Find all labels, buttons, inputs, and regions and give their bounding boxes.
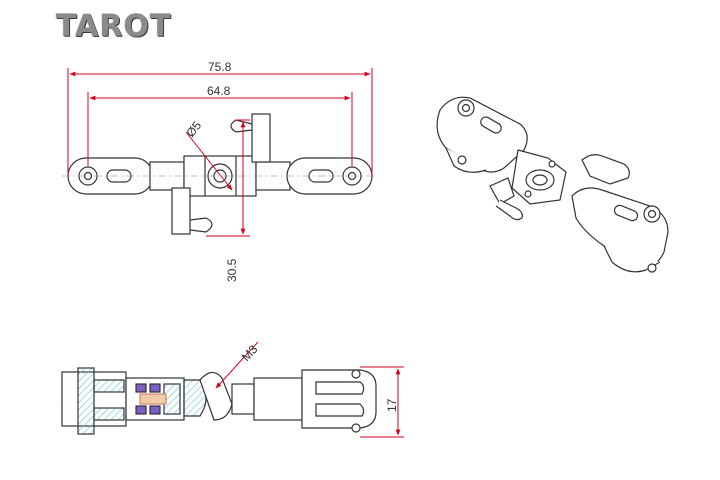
top-view [62, 113, 378, 235]
diameter-leader [185, 131, 233, 191]
dim-hole-spacing: 64.8 [207, 84, 231, 98]
bearing-1 [135, 383, 147, 393]
dim-height: 30.5 [225, 258, 239, 282]
top-dimensions [67, 68, 373, 237]
thread-leader [215, 341, 259, 389]
side-section-view [61, 367, 377, 435]
section-dimensions [215, 341, 404, 438]
isometric-view [436, 96, 669, 273]
dim-shaft-diameter: Ø5 [183, 118, 204, 139]
dim-thickness: 17 [385, 398, 399, 412]
section-hatch-bolt [77, 367, 95, 435]
dim-overall-length: 75.8 [208, 60, 232, 74]
iso-upper-grip [436, 96, 528, 173]
iso-lower-grip [571, 187, 669, 268]
dim-thread: M3 [239, 342, 261, 364]
tarot-logo: TAROT [56, 9, 172, 44]
lower-pitch-arm [171, 187, 191, 235]
upper-pitch-arm [251, 113, 271, 163]
